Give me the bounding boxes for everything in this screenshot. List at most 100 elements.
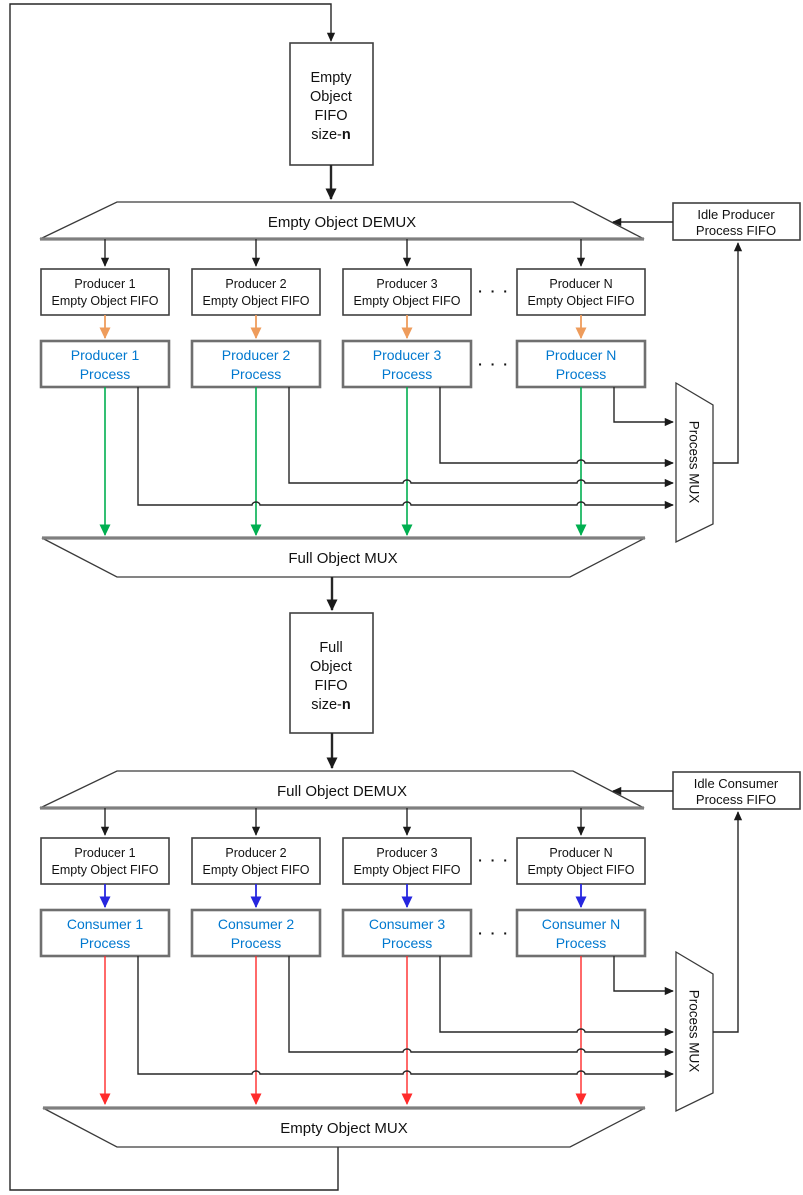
producer-process-mux-shape: [675, 381, 714, 544]
full-object-demux: Full Object DEMUX: [39, 770, 645, 810]
consumer-fifo-3-line1: Producer 3: [376, 846, 437, 860]
consumer-fifo-1-rect: [40, 837, 170, 885]
empty-object-mux-label: Empty Object MUX: [280, 1120, 408, 1137]
producer-fifo-1-line2: Empty Object FIFO: [52, 294, 159, 308]
full-object-mux: Full Object MUX: [41, 536, 646, 578]
producer-process-3-line2: Process: [382, 366, 433, 382]
idle-producer-line2: Process FIFO: [696, 223, 776, 238]
consumer-process-mux-label: Process MUX: [687, 990, 702, 1073]
producer-fifo-n-line1: Producer N: [549, 277, 612, 291]
process-mux-wire-2: [288, 387, 674, 488]
full-object-fifo-line1: Full: [319, 640, 342, 656]
consumer-process-3-line1: Consumer 3: [369, 916, 445, 932]
producer-process-1-line1: Producer 1: [71, 347, 140, 363]
consumer-process-to-process-mux-wires: [137, 956, 674, 1079]
process-mux2-wire-n: [613, 956, 674, 996]
full-object-fifo-line3: FIFO: [314, 678, 347, 694]
empty-object-fifo-box: Empty Object FIFO size-n: [289, 42, 374, 166]
idle-producer-rect: [672, 202, 801, 241]
consumer-process-ellipsis: · · ·: [478, 925, 510, 941]
producer-process-to-process-mux-wires: [137, 387, 674, 510]
producer-fifo-3-rect: [342, 268, 472, 316]
empty-object-mux: Empty Object MUX: [42, 1106, 646, 1148]
consumer-process-1-line1: Consumer 1: [67, 916, 143, 932]
consumer-fifo-3-rect: [342, 837, 472, 885]
consumer-process-to-empty-mux-arrows: [99, 956, 587, 1105]
producer-fifo-2-rect: [191, 268, 321, 316]
producer-process-n-rect: [515, 339, 647, 389]
consumer-fifo-2-line2: Empty Object FIFO: [203, 863, 310, 877]
process-mux-wire-3: [439, 387, 674, 468]
consumer-process-2-line1: Consumer 2: [218, 916, 294, 932]
producer-process-ellipsis: · · ·: [478, 356, 510, 372]
idle-consumer-process-fifo-box: Idle Consumer Process FIFO: [672, 771, 801, 810]
producer-fifo-row: Producer 1 Empty Object FIFO Producer 2 …: [40, 268, 646, 316]
consumer-fifo-3-line2: Empty Object FIFO: [354, 863, 461, 877]
consumer-fifo-2-line1: Producer 2: [225, 846, 286, 860]
producer-process-mux: Process MUX: [675, 381, 714, 544]
producer-process-1-rect: [39, 339, 171, 389]
consumer-process-2-rect: [190, 908, 322, 958]
consumer-process-mux: Process MUX: [675, 950, 714, 1113]
empty-object-demux: Empty Object DEMUX: [39, 201, 645, 241]
producer-fifo-ellipsis: · · ·: [478, 283, 510, 299]
producer-process-row: Producer 1 Process Producer 2 Process Pr…: [39, 339, 647, 389]
consumer-process-n-rect: [515, 908, 647, 958]
consumer-process-mux-shape: [675, 950, 714, 1113]
producer-fifo-1-line1: Producer 1: [74, 277, 135, 291]
full-object-mux-label: Full Object MUX: [288, 550, 397, 567]
producer-fifo-3-line1: Producer 3: [376, 277, 437, 291]
empty-object-fifo-line4: size-n: [311, 127, 350, 143]
consumer-process-2-line2: Process: [231, 935, 282, 951]
consumer-fifo-n-line1: Producer N: [549, 846, 612, 860]
producer-fifo-to-process-arrows: [99, 315, 587, 339]
consumer-process-n-line2: Process: [556, 935, 607, 951]
producer-process-to-full-mux-arrows: [99, 387, 587, 536]
consumer-process-1-rect: [39, 908, 171, 958]
full-object-fifo-line2: Object: [310, 659, 352, 675]
consumer-fifo-n-line2: Empty Object FIFO: [528, 863, 635, 877]
consumer-fifo-1-line1: Producer 1: [74, 846, 135, 860]
consumer-fifo-1-line2: Empty Object FIFO: [52, 863, 159, 877]
process-mux2-wire-2: [288, 956, 674, 1057]
consumer-process-n-line1: Consumer N: [542, 916, 621, 932]
consumer-process-3-rect: [341, 908, 473, 958]
full-object-fifo-box: Full Object FIFO size-n: [289, 612, 374, 734]
idle-producer-line1: Idle Producer: [697, 207, 775, 222]
process-mux-wire-n: [613, 387, 674, 427]
full-object-demux-label: Full Object DEMUX: [277, 783, 407, 800]
empty-object-fifo-line2: Object: [310, 89, 352, 105]
process-mux-wire-1: [137, 387, 674, 510]
idle-producer-process-fifo-box: Idle Producer Process FIFO: [672, 202, 801, 241]
empty-object-feedback-loop: [9, 3, 339, 1191]
empty-object-fifo-line1: Empty: [310, 70, 352, 86]
consumer-process-row: Consumer 1 Process Consumer 2 Process Co…: [39, 908, 647, 958]
consumer-mux-to-idle-fifo-arrow: [713, 811, 743, 1033]
process-mux2-wire-1: [137, 956, 674, 1079]
empty-object-demux-label: Empty Object DEMUX: [268, 214, 416, 231]
producer-fifo-3-line2: Empty Object FIFO: [354, 294, 461, 308]
producer-process-2-line1: Producer 2: [222, 347, 291, 363]
consumer-process-1-line2: Process: [80, 935, 131, 951]
idle-consumer-line2: Process FIFO: [696, 792, 776, 807]
producer-process-n-line2: Process: [556, 366, 607, 382]
consumer-fifo-2-rect: [191, 837, 321, 885]
producer-process-3-rect: [341, 339, 473, 389]
producer-process-mux-label: Process MUX: [687, 421, 702, 504]
consumer-fifo-row: Producer 1 Empty Object FIFO Producer 2 …: [40, 837, 646, 885]
process-mux2-wire-3: [439, 956, 674, 1037]
demux-to-consumer-fifo-arrows: [100, 808, 586, 836]
consumer-process-3-line2: Process: [382, 935, 433, 951]
producer-fifo-n-rect: [516, 268, 646, 316]
full-object-fifo-line4: size-n: [311, 697, 350, 713]
producer-fifo-1-rect: [40, 268, 170, 316]
producer-process-2-rect: [190, 339, 322, 389]
producer-fifo-n-line2: Empty Object FIFO: [528, 294, 635, 308]
consumer-fifo-ellipsis: · · ·: [478, 852, 510, 868]
producer-fifo-2-line2: Empty Object FIFO: [203, 294, 310, 308]
demux-to-producer-fifo-arrows: [100, 239, 586, 267]
producer-process-n-line1: Producer N: [546, 347, 617, 363]
idle-consumer-line1: Idle Consumer: [694, 776, 779, 791]
